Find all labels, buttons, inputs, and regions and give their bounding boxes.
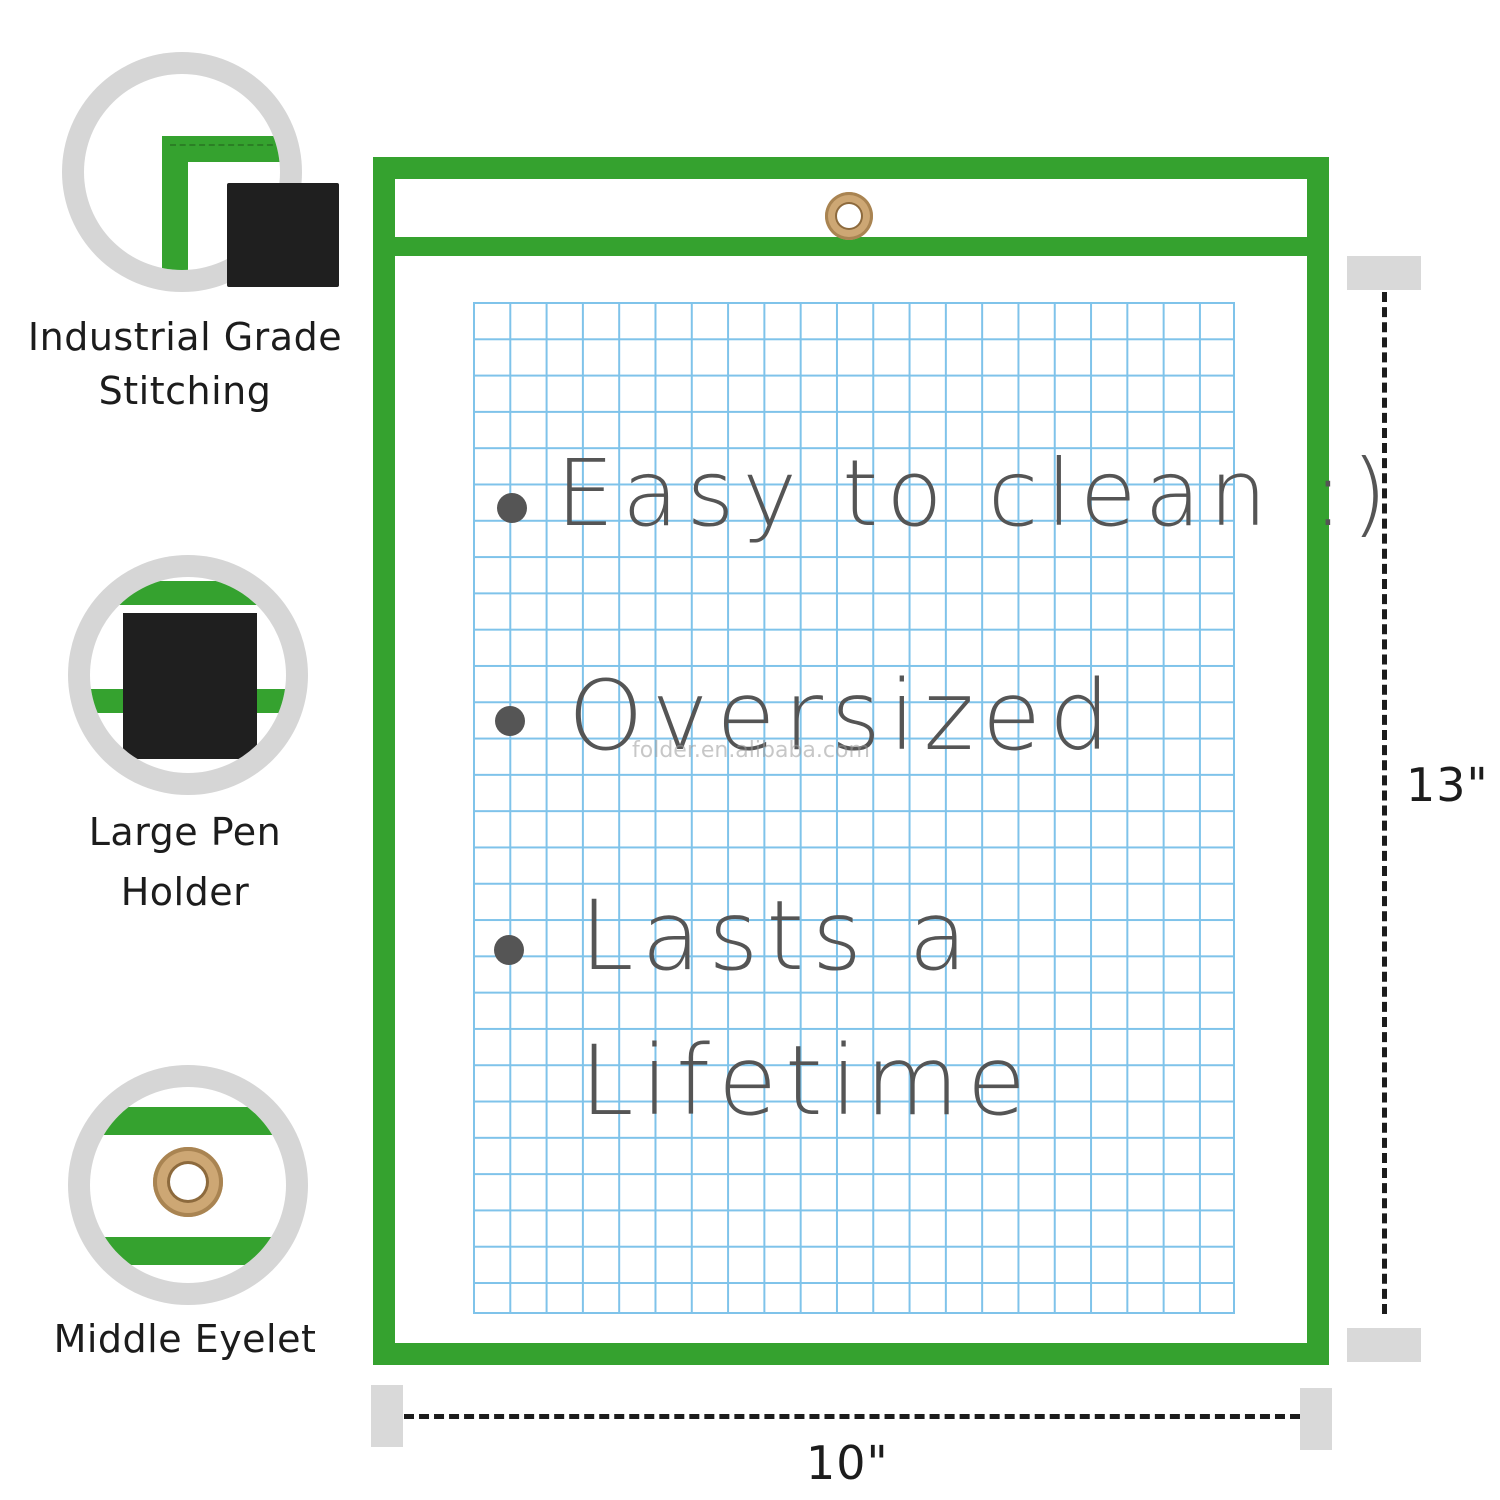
height-cap-bottom [1347, 1328, 1421, 1362]
center-eyelet [825, 192, 873, 240]
watermark: folder.en.alibaba.com [632, 738, 870, 763]
width-dimension-line [404, 1414, 1300, 1419]
feature-caption-line: Large Pen [88, 810, 282, 854]
graph-paper-grid [473, 302, 1235, 1314]
bullet-dot [497, 493, 527, 523]
note-lasts-a: Lasts a [580, 880, 976, 992]
eyelet-icon [68, 1065, 308, 1305]
note-lifetime: Lifetime [580, 1025, 1034, 1137]
height-cap-top [1347, 256, 1421, 290]
bullet-dot [494, 935, 524, 965]
stitching-corner-icon [62, 52, 302, 292]
feature-caption-line: Holder [120, 870, 250, 914]
width-cap-right [1300, 1388, 1332, 1450]
note-oversized: Oversized [568, 660, 1118, 772]
bullet-dot [495, 706, 525, 736]
note-easy-to-clean: Easy to clean :) [556, 440, 1396, 547]
pen-holder-tab [227, 183, 339, 287]
feature-caption-line: Industrial Grade [27, 315, 343, 359]
width-cap-left [371, 1385, 403, 1447]
top-stitch-band [395, 237, 1307, 256]
height-label: 13" [1406, 758, 1489, 812]
feature-caption-line: Middle Eyelet [53, 1317, 317, 1361]
feature-caption-line: Stitching [98, 369, 272, 413]
width-label: 10" [806, 1436, 889, 1490]
pen-holder-icon [68, 555, 308, 795]
height-dimension-line [1382, 292, 1387, 1314]
